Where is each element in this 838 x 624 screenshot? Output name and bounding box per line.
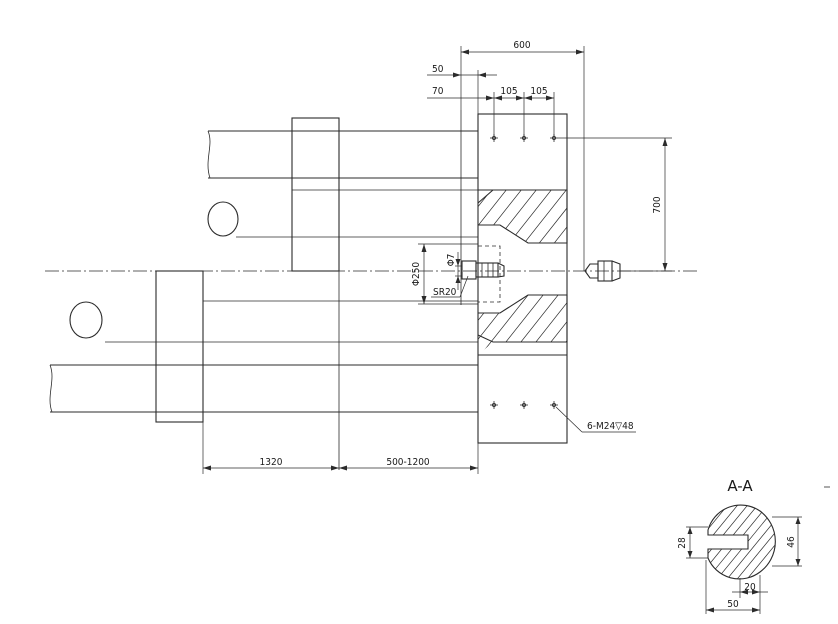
dim-50-label: 50: [432, 64, 444, 75]
upper-tie-bar: [207, 117, 478, 272]
dim-600: 600: [460, 40, 585, 271]
dim-70-label: 70: [432, 86, 444, 97]
section-dim-20: 20: [744, 582, 756, 593]
dim-50: 50: [427, 64, 497, 114]
dim-diameter-250-label: Φ250: [411, 262, 422, 287]
dim-1320-label: 1320: [260, 457, 283, 468]
section-dim-46: 46: [786, 536, 797, 548]
sr20-leader: SR20: [431, 275, 469, 298]
dim-700: 700: [558, 137, 672, 272]
dim-diameter-7-label: Φ7: [446, 254, 457, 267]
dim-105b-label: 105: [530, 86, 547, 97]
dim-diameter-7: Φ7: [446, 252, 462, 290]
dim-70-105: 70 105 105: [427, 86, 555, 138]
dim-diameter-250: Φ250: [411, 243, 478, 305]
section-a-a: A-A 28: [677, 477, 802, 614]
dim-bottom: 1320 500-1200: [202, 422, 479, 474]
thread-label: 6-M24▽48: [587, 421, 634, 432]
sr20-label: SR20: [433, 287, 457, 298]
lower-tie-bar: [49, 270, 478, 423]
dim-105a-label: 105: [500, 86, 517, 97]
dim-600-label: 600: [513, 40, 530, 51]
dim-700-label: 700: [652, 196, 663, 213]
section-dim-28: 28: [677, 537, 688, 549]
section-dim-50: 50: [727, 599, 739, 610]
thread-leader: 6-M24▽48: [555, 406, 636, 433]
section-title: A-A: [727, 477, 753, 495]
dim-500-1200-label: 500-1200: [386, 457, 430, 468]
bolt-holes-bottom: [490, 401, 558, 409]
ejector-pin: [461, 260, 505, 280]
platen-bore-section: [477, 189, 568, 355]
